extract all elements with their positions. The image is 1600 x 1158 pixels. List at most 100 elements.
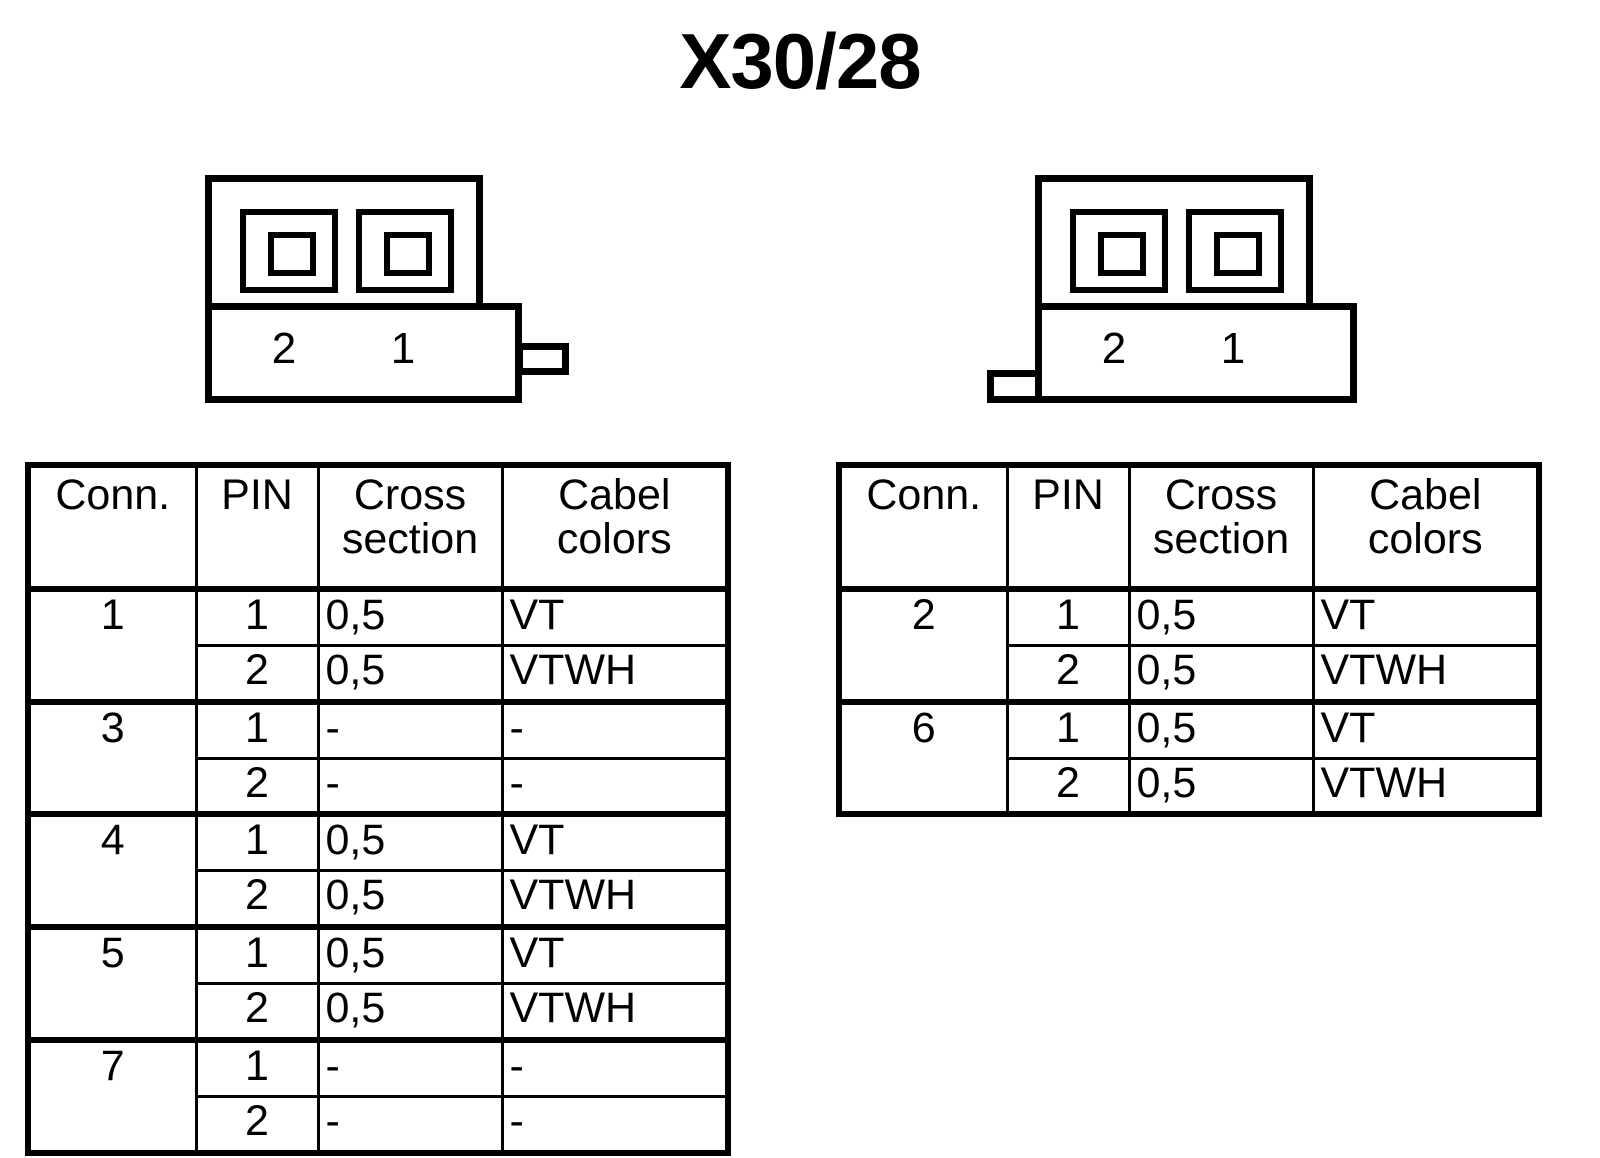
cell-cross-section: 0,5 <box>1127 585 1315 647</box>
connector-cavity-inner-2-right <box>1098 232 1146 276</box>
column-header-conn-line-1: Conn. <box>55 471 171 519</box>
table-row: 1 1 0,5 VT <box>26 585 730 705</box>
connector-cavity-inner-1-right <box>1214 232 1262 276</box>
cell-cross-section: 0,5 <box>316 869 504 931</box>
connector-cavity-inner-1-left <box>384 232 432 276</box>
table-header-row: Conn. PIN Cross section Cabel colors <box>26 463 730 591</box>
cell-cross-section: - <box>316 756 504 818</box>
cell-cable-color: VT <box>1311 585 1541 647</box>
table-row: 5 1 0,5 VT <box>26 924 730 1043</box>
connector-cavity-inner-2-left <box>268 232 316 276</box>
column-header-cable-colors-line-2: colors <box>1367 514 1483 563</box>
cell-pin: 2 <box>194 643 320 705</box>
connector-pin-label-2-right: 2 <box>1101 324 1127 373</box>
cell-pin: 1 <box>194 1036 320 1098</box>
table-row: 6 1 0,5 VT <box>837 698 1541 818</box>
cell-conn: 1 <box>26 586 198 705</box>
table-header-row: Conn. PIN Cross section Cabel colors <box>837 463 1541 591</box>
column-header-cross-section-line-1: Cross <box>1164 471 1278 519</box>
cell-cross-section: - <box>316 1036 504 1098</box>
cell-cable-color: VTWH <box>500 869 730 931</box>
column-header-pin: PIN <box>1005 463 1131 591</box>
cell-pin: 1 <box>194 698 320 760</box>
connector-housing-upper-left <box>205 175 483 310</box>
connector-cavity-outer-1-right <box>1186 209 1284 293</box>
connector-pin-label-1-left: 1 <box>390 324 416 373</box>
cell-pin: 2 <box>194 1094 320 1156</box>
connector-cavity-outer-2-right <box>1070 209 1168 293</box>
cell-cable-color: VT <box>500 585 730 647</box>
cell-conn: 6 <box>837 698 1009 818</box>
connector-diagram-left: 2 1 <box>200 170 580 410</box>
table-row: 2 0,5 VTWH <box>28 982 730 1043</box>
column-header-pin: PIN <box>194 463 320 591</box>
column-header-cable-colors-line-1: Cabel <box>558 471 671 519</box>
cell-cross-section: 0,5 <box>316 643 504 705</box>
cell-pin: 1 <box>194 585 320 647</box>
column-header-cross-section-line-2: section <box>341 514 479 563</box>
column-header-conn-line-1: Conn. <box>866 471 982 519</box>
cell-cross-section: 0,5 <box>1127 698 1315 760</box>
table-row: 2 - - <box>28 1094 730 1156</box>
table-row: 4 1 0,5 VT <box>26 811 730 931</box>
column-header-cross-section-line-2: section <box>1152 514 1290 563</box>
cell-conn: 2 <box>837 586 1009 705</box>
cell-pin: 2 <box>1005 643 1131 705</box>
connector-body-lower-left <box>205 303 522 403</box>
cell-cross-section: 0,5 <box>316 811 504 873</box>
connector-cavity-outer-2-left <box>240 209 338 293</box>
cell-conn: 5 <box>26 924 198 1043</box>
cell-cross-section: - <box>316 698 504 760</box>
column-header-cable-colors: Cabel colors <box>500 463 730 591</box>
connector-latch-tab-left <box>516 343 569 375</box>
cell-cable-color: VT <box>500 811 730 873</box>
table-row: 2 1 0,5 VT <box>837 585 1541 705</box>
column-header-cable-colors-line-2: colors <box>556 514 672 563</box>
wiring-table-right: Conn. PIN Cross section Cabel colors 2 1… <box>836 462 1542 818</box>
cell-cable-color: - <box>500 1094 730 1156</box>
connector-body-lower-right <box>1035 303 1357 403</box>
connector-pin-label-2-left: 2 <box>271 324 297 373</box>
cell-cable-color: - <box>500 1036 730 1098</box>
cell-cross-section: 0,5 <box>316 585 504 647</box>
connector-cavity-outer-1-left <box>356 209 454 293</box>
cell-conn: 3 <box>26 698 198 818</box>
cell-cross-section: 0,5 <box>1127 643 1315 705</box>
table-row: 2 0,5 VTWH <box>839 643 1541 705</box>
column-header-pin-line-1: PIN <box>1032 471 1104 519</box>
cell-cable-color: VTWH <box>500 982 730 1043</box>
column-header-conn: Conn. <box>837 463 1009 591</box>
cell-cable-color: - <box>500 698 730 760</box>
wiring-table-left: Conn. PIN Cross section Cabel colors 1 1… <box>25 462 731 1156</box>
cell-pin: 1 <box>194 811 320 873</box>
cell-pin: 1 <box>1005 698 1131 760</box>
cell-cable-color: VTWH <box>1311 756 1541 818</box>
column-header-conn: Conn. <box>26 463 198 591</box>
cell-cross-section: 0,5 <box>316 924 504 986</box>
cell-cable-color: VT <box>500 924 730 986</box>
cell-cross-section: 0,5 <box>1127 756 1315 818</box>
table-row: 2 0,5 VTWH <box>839 756 1541 818</box>
cell-cross-section: - <box>316 1094 504 1156</box>
cell-pin: 2 <box>1005 756 1131 818</box>
cell-pin: 1 <box>1005 585 1131 647</box>
cell-conn: 7 <box>26 1036 198 1156</box>
connector-pin-label-1-right: 1 <box>1220 324 1246 373</box>
table-row: 3 1 - - <box>26 698 730 818</box>
column-header-cross-section: Cross section <box>316 463 504 591</box>
column-header-cable-colors: Cabel colors <box>1311 463 1541 591</box>
cell-conn: 4 <box>26 811 198 931</box>
table-row: 2 - - <box>28 756 730 818</box>
column-header-cross-section: Cross section <box>1127 463 1315 591</box>
cell-pin: 2 <box>194 982 320 1043</box>
table-row: 7 1 - - <box>26 1036 730 1156</box>
connector-housing-upper-right <box>1035 175 1313 310</box>
cell-pin: 2 <box>194 869 320 931</box>
cell-pin: 2 <box>194 756 320 818</box>
connector-latch-tab-right <box>987 370 1042 403</box>
table-row: 2 0,5 VTWH <box>28 643 730 705</box>
cell-cross-section: 0,5 <box>316 982 504 1043</box>
cell-pin: 1 <box>194 924 320 986</box>
column-header-cross-section-line-1: Cross <box>353 471 467 519</box>
column-header-pin-line-1: PIN <box>221 471 293 519</box>
